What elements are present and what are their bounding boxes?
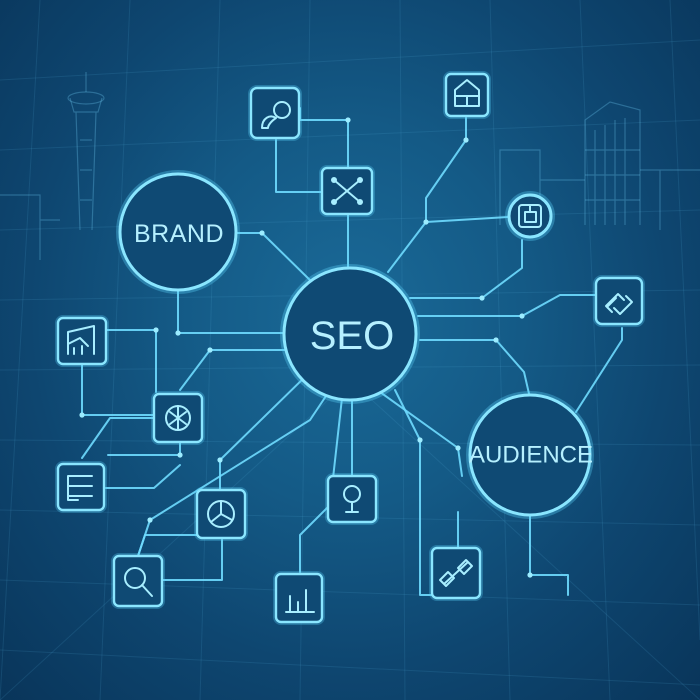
chart-icon [55, 315, 109, 367]
seo-label: SEO [310, 314, 394, 358]
brand-node: BRAND [116, 170, 240, 294]
audience-node: AUDIENCE [466, 391, 594, 519]
seo-hub-node: SEO [280, 264, 420, 404]
segment-icon [194, 487, 248, 541]
network-icon [319, 165, 375, 217]
link-chain-icon [429, 545, 483, 601]
junction-dots [79, 117, 533, 578]
user-chat-icon [248, 85, 302, 141]
skyline-illustration [0, 72, 700, 260]
analytics-icon [151, 391, 205, 445]
link-icon [593, 275, 645, 327]
list-icon [55, 461, 107, 513]
brand-label: BRAND [134, 220, 224, 248]
audience-label: AUDIENCE [469, 442, 593, 469]
globe-target-icon [505, 191, 555, 241]
search-icon [111, 553, 165, 609]
bar-chart-icon [273, 571, 325, 625]
store-icon [443, 71, 491, 119]
bulb-icon [325, 473, 379, 525]
